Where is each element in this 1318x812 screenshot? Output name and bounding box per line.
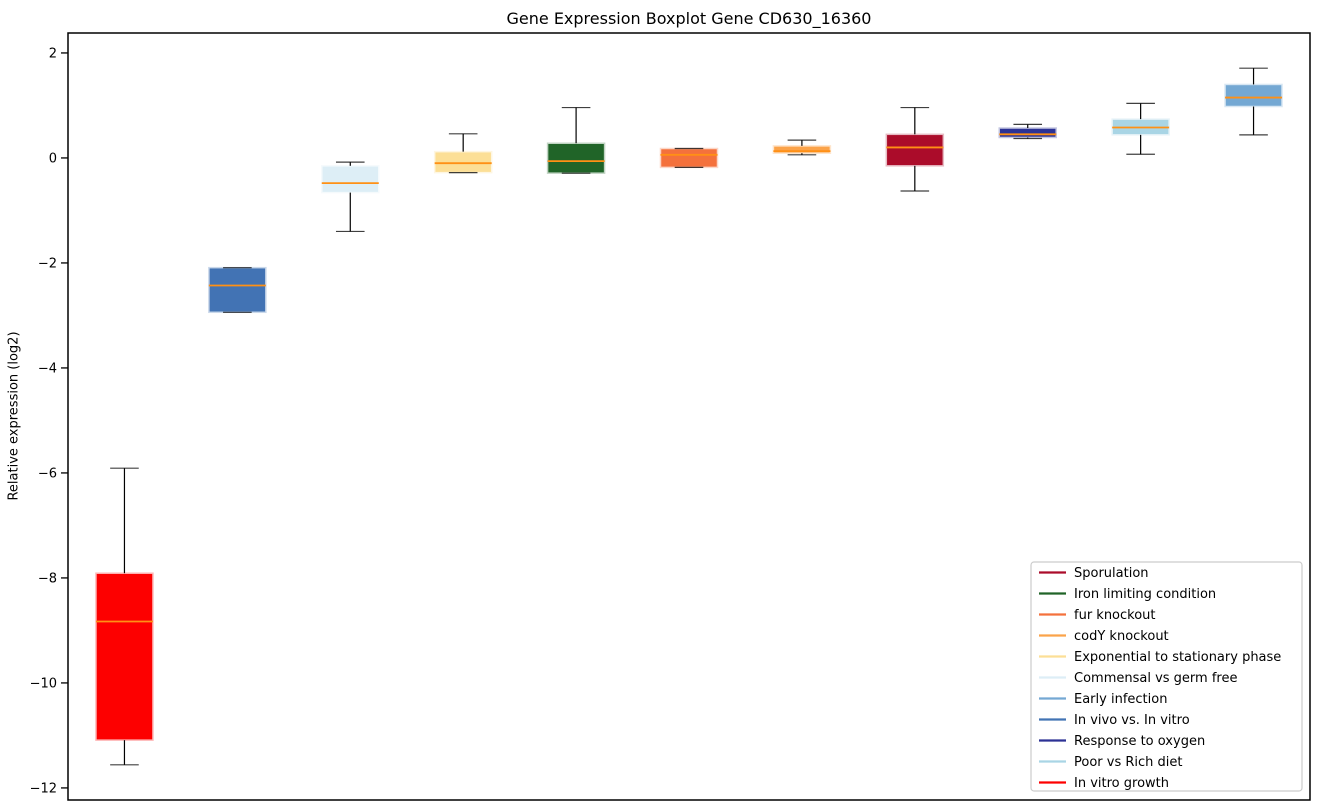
legend-item: fur knockout (1039, 608, 1156, 623)
y-tick-label: −10 (30, 676, 57, 691)
box-rect (998, 127, 1057, 139)
box-rect (433, 150, 493, 174)
box-group-iron-limiting-condition (546, 106, 606, 174)
box-rect (546, 142, 606, 174)
axes-frame (67, 32, 1311, 801)
box-group-exponential-to-stationary-phase (433, 133, 493, 174)
box-rect (659, 147, 719, 169)
legend-item: Response to oxygen (1039, 734, 1205, 749)
legend-label: Sporulation (1074, 566, 1149, 581)
legend-label: fur knockout (1074, 608, 1156, 623)
box-group-response-to-oxygen (998, 123, 1057, 140)
box-rect (772, 145, 832, 154)
box-group-sporulation (885, 106, 945, 192)
y-tick-label: 2 (49, 46, 57, 61)
box-group-in-vivo-vs-in-vitro (208, 266, 267, 314)
legend-label: Response to oxygen (1074, 734, 1205, 749)
legend-box (1030, 561, 1303, 792)
box-rect (885, 133, 945, 167)
y-tick-label: −4 (38, 361, 57, 376)
y-tick-label: −6 (38, 466, 57, 481)
legend-item: Sporulation (1039, 566, 1149, 581)
box-rect (321, 165, 380, 194)
box-rect (1224, 83, 1283, 108)
legend-item: In vitro growth (1039, 776, 1169, 791)
box-group-cody-knockout (772, 139, 832, 156)
box-group-in-vitro-growth (95, 467, 154, 766)
y-tick-label: −12 (30, 781, 57, 796)
legend-label: Exponential to stationary phase (1074, 650, 1281, 665)
legend-item: Poor vs Rich diet (1039, 755, 1182, 770)
legend-label: Poor vs Rich diet (1074, 755, 1182, 770)
legend-item: In vivo vs. In vitro (1039, 713, 1190, 728)
box-group-commensal-vs-germ-free (321, 161, 380, 233)
legend-label: codY knockout (1074, 629, 1169, 644)
legend-label: Commensal vs germ free (1074, 671, 1237, 686)
legend-label: In vitro growth (1074, 776, 1169, 791)
legend-label: Early infection (1074, 692, 1167, 707)
y-tick-label: −8 (38, 571, 57, 586)
legend-item: Early infection (1039, 692, 1167, 707)
legend-item: codY knockout (1039, 629, 1169, 644)
legend-item: Exponential to stationary phase (1039, 650, 1281, 665)
y-tick-label: 0 (49, 151, 57, 166)
chart-title: Gene Expression Boxplot Gene CD630_16360 (506, 9, 872, 28)
legend-item: Iron limiting condition (1039, 587, 1216, 602)
legend-item: Commensal vs germ free (1039, 671, 1237, 686)
legend-label: In vivo vs. In vitro (1074, 713, 1190, 728)
legend-label: Iron limiting condition (1074, 587, 1216, 602)
box-rect (208, 266, 267, 314)
box-group-fur-knockout (659, 147, 719, 169)
box-rect (95, 572, 154, 741)
y-tick-label: −2 (38, 256, 57, 271)
box-group-early-infection (1224, 67, 1283, 136)
box-group-poor-vs-rich-diet (1111, 102, 1170, 155)
